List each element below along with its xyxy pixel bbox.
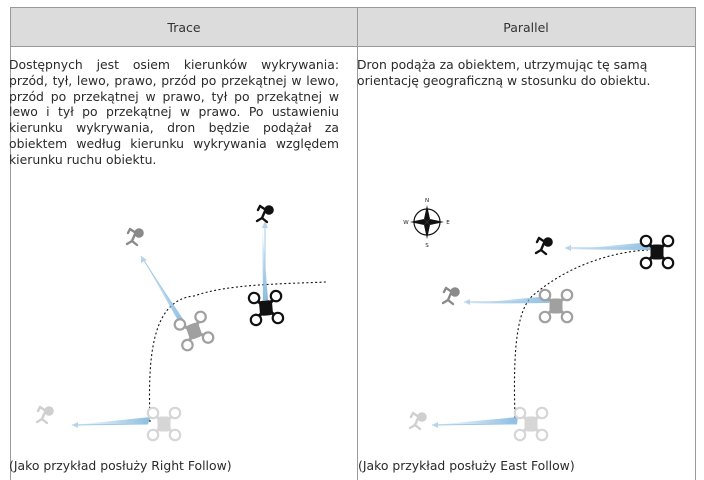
runner-icon xyxy=(255,204,275,224)
trace-path xyxy=(148,281,327,423)
runner-icon xyxy=(408,411,428,431)
trace-description: Dostępnych jest osiem kierunków wykrywan… xyxy=(9,57,339,167)
parallel-path xyxy=(513,249,649,419)
mode-table: Trace Parallel xyxy=(10,7,696,480)
header-parallel: Parallel xyxy=(357,8,695,47)
parallel-description: Dron podąża za obiektem, utrzymując tę s… xyxy=(357,57,651,88)
runner-icon xyxy=(35,405,55,425)
compass-west: W xyxy=(403,220,409,226)
beam xyxy=(432,417,518,425)
parallel-diagram: N S E W xyxy=(403,198,675,442)
beam xyxy=(72,417,151,425)
header-trace: Trace xyxy=(11,8,357,47)
drone-icon xyxy=(513,406,549,442)
trace-diagram xyxy=(35,204,327,442)
drone-icon xyxy=(538,288,574,324)
runner-icon xyxy=(441,286,461,306)
compass-east: E xyxy=(446,220,450,226)
beam xyxy=(464,296,550,304)
runner-icon xyxy=(125,227,145,247)
column-divider xyxy=(357,8,358,480)
trace-caption: (Jako przykład posłuży Right Follow) xyxy=(9,458,232,473)
drone-icon xyxy=(639,234,675,270)
parallel-caption: (Jako przykład posłuży East Follow) xyxy=(358,458,575,473)
drone-icon xyxy=(146,406,182,442)
compass-north: N xyxy=(425,198,429,204)
beam xyxy=(565,242,651,250)
compass-icon: N S E W xyxy=(403,198,450,249)
runner-icon xyxy=(534,236,554,256)
compass-south: S xyxy=(425,243,429,249)
